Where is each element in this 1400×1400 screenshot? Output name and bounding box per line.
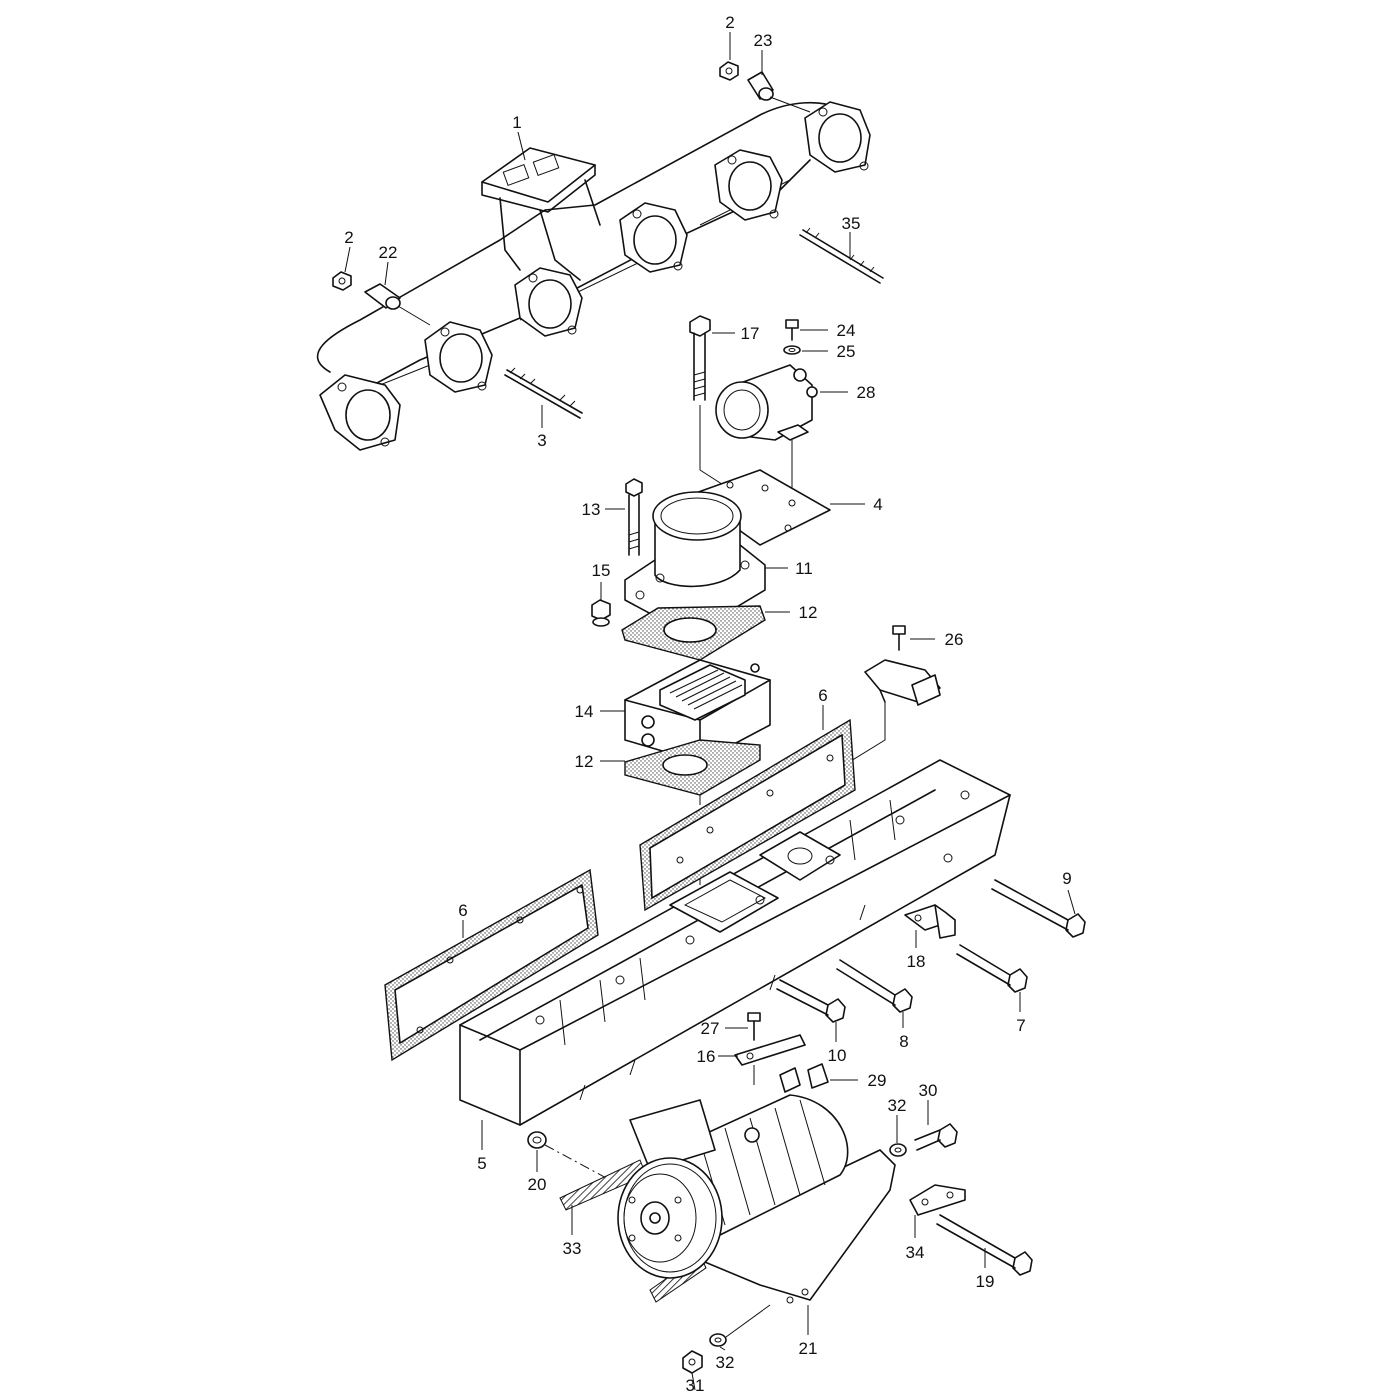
brake-valve-14 [624, 659, 771, 763]
plug-15 [591, 599, 611, 627]
bracket-18 [904, 904, 956, 939]
plug-20 [527, 1131, 547, 1149]
callout-29: 29 [868, 1071, 887, 1090]
washer-32-lower [709, 1333, 727, 1347]
washer-25 [783, 345, 801, 355]
callout-16: 16 [697, 1047, 716, 1066]
gasket-6-left [384, 868, 599, 1062]
callout-23: 23 [754, 31, 773, 50]
callout-14: 14 [575, 702, 594, 721]
callout-3: 3 [537, 431, 546, 450]
nut-top [719, 61, 739, 81]
screw-26 [892, 625, 906, 651]
callout-28: 28 [857, 383, 876, 402]
callout-9: 9 [1062, 869, 1071, 888]
callout-30: 30 [919, 1081, 938, 1100]
callout-10: 10 [828, 1046, 847, 1065]
callout-33: 33 [563, 1239, 582, 1258]
bolt-9 [991, 879, 1086, 938]
port-flange-3 [514, 267, 583, 337]
spacer-23 [747, 71, 774, 101]
stud-3 [504, 367, 583, 419]
callout-17: 17 [741, 324, 760, 343]
port-flange-2 [424, 321, 493, 393]
callout-1: 1 [512, 113, 521, 132]
port-flange-1 [319, 374, 401, 451]
callout-7: 7 [1016, 1016, 1025, 1035]
callout-13: 13 [582, 500, 601, 519]
spacer-22 [364, 283, 401, 310]
callout-19: 19 [976, 1272, 995, 1291]
callout-8: 8 [899, 1032, 908, 1051]
callout-2-top: 2 [725, 13, 734, 32]
callout-20: 20 [528, 1175, 547, 1194]
ac-compressor [617, 1063, 896, 1304]
bolt-17 [689, 315, 711, 401]
stud-35 [799, 227, 884, 284]
callout-12-top: 12 [799, 603, 818, 622]
callout-25: 25 [837, 342, 856, 361]
callout-12-bottom: 12 [575, 752, 594, 771]
gasket-12-top [621, 605, 766, 661]
gasket-6-right [639, 718, 856, 912]
bracket-34 [909, 1184, 966, 1216]
callout-15: 15 [592, 561, 611, 580]
washer-32-upper [889, 1143, 907, 1157]
bolt-13 [625, 478, 643, 556]
leader-lines [344, 32, 1076, 1391]
callout-2-left: 2 [344, 228, 353, 247]
bolt-30 [914, 1123, 958, 1151]
callout-26: 26 [945, 630, 964, 649]
bolt-19 [936, 1214, 1033, 1276]
port-flange-4 [619, 202, 688, 273]
bolt-7 [956, 944, 1028, 993]
nut-31 [682, 1350, 703, 1374]
screw-24 [785, 319, 799, 341]
callout-35: 35 [842, 214, 861, 233]
callout-5: 5 [477, 1154, 486, 1173]
callout-32-upper: 32 [888, 1096, 907, 1115]
callout-6-left: 6 [458, 901, 467, 920]
nut-left [332, 271, 352, 291]
gasket-12-bottom [624, 739, 761, 796]
callout-34: 34 [906, 1243, 925, 1262]
callout-18: 18 [907, 952, 926, 971]
callout-32-lower: 32 [716, 1353, 735, 1372]
bolt-10 [776, 979, 846, 1023]
actuator-28 [715, 364, 818, 441]
sensor-26 [864, 659, 941, 706]
callout-4: 4 [873, 495, 882, 514]
callout-labels: 2 23 1 35 2 22 3 17 24 25 28 4 13 11 15 … [344, 13, 1071, 1395]
callout-27: 27 [701, 1019, 720, 1038]
callout-24: 24 [837, 321, 856, 340]
callout-22: 22 [379, 243, 398, 262]
screw-27 [747, 1012, 761, 1041]
bolt-8 [836, 959, 913, 1013]
bracket-16 [734, 1034, 806, 1066]
callout-6-right: 6 [818, 686, 827, 705]
intake-manifold [459, 759, 1011, 1126]
callout-31: 31 [686, 1376, 705, 1395]
exhaust-manifold [316, 101, 871, 451]
callout-11: 11 [795, 559, 813, 578]
port-flange-6 [804, 101, 871, 173]
port-flange-5 [714, 149, 783, 221]
callout-21: 21 [799, 1339, 818, 1358]
